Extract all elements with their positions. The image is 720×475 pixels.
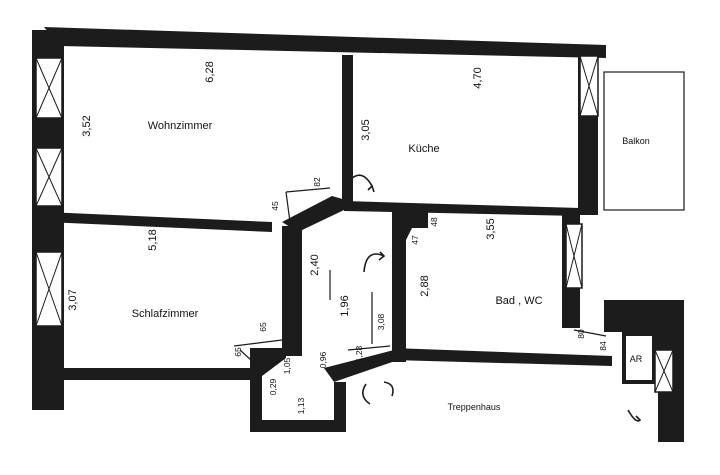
- wall-wohn-kueche: [342, 55, 353, 205]
- arrow-treppe-left: [362, 383, 371, 405]
- windows: [35, 55, 674, 393]
- dim-flur-308: 3,08: [376, 313, 386, 330]
- wall-bottom-left: [46, 368, 252, 380]
- wall-schlaf-corner: [250, 348, 286, 400]
- dim-bad-47: 47: [410, 235, 420, 245]
- balcony-outline: [603, 71, 685, 211]
- wall-flur-lower-diag: [324, 350, 398, 382]
- dim-flur-105: 1,05: [282, 357, 292, 374]
- dim-ar-80: 80: [576, 329, 586, 339]
- wall-bottom-bad: [392, 348, 612, 366]
- interior-walls: [46, 55, 580, 432]
- dim-door-82: 82: [312, 177, 322, 187]
- dim-schlafzimmer-depth: 3,07: [67, 289, 79, 310]
- dim-flur-029: 0,29: [268, 378, 278, 395]
- dim-flur-196: 1,96: [339, 295, 351, 316]
- door-line-80: [573, 329, 607, 337]
- window-left-bottom: [35, 251, 63, 327]
- dim-flur-128: 1,28: [354, 345, 364, 362]
- dimension-labels: 6,28 3,52 4,70 3,05 5,18 3,07 3,55 2,88 …: [67, 61, 608, 414]
- arrow-flur-curve: [363, 253, 385, 273]
- wall-schlaf-right: [282, 226, 302, 356]
- direction-arrows: [329, 174, 642, 422]
- dim-flur-240: 2,40: [309, 254, 321, 275]
- door-markers: [233, 187, 607, 371]
- room-label-kueche: Küche: [408, 143, 439, 155]
- wall-bad-corner: [398, 205, 428, 240]
- door-line-65b: [239, 349, 263, 371]
- room-label-balkon: Balkon: [622, 136, 650, 146]
- ar-space: [626, 336, 652, 380]
- window-left-mid: [35, 147, 63, 207]
- wall-kueche-bottom: [344, 201, 580, 216]
- dim-ar-84: 84: [598, 341, 608, 351]
- door-line-45: [285, 191, 291, 223]
- room-label-wohnzimmer: Wohnzimmer: [148, 120, 213, 132]
- room-labels: Wohnzimmer Küche Balkon Schlafzimmer Bad…: [132, 120, 650, 412]
- window-left-top: [35, 57, 63, 119]
- dim-bad-depth: 2,88: [419, 275, 431, 296]
- dim-kueche-depth: 3,05: [360, 119, 372, 140]
- dim-schlaf-65b: 65: [258, 322, 268, 332]
- room-label-treppenhaus: Treppenhaus: [448, 402, 501, 412]
- dim-kueche-width: 4,70: [472, 67, 484, 88]
- dim-wohnzimmer-width: 6,28: [204, 61, 216, 82]
- window-ar: [654, 349, 674, 393]
- dim-door-45: 45: [270, 201, 280, 211]
- dim-schlafzimmer-width: 5,18: [147, 229, 159, 250]
- wall-flur-bottom: [250, 382, 346, 432]
- room-label-schlafzimmer: Schlafzimmer: [132, 308, 199, 320]
- dim-bad-48: 48: [429, 217, 439, 227]
- door-line-65: [233, 339, 283, 347]
- wall-bad-left: [392, 210, 406, 362]
- room-label-ar: AR: [630, 354, 643, 364]
- arrow-kueche-head: [367, 184, 375, 193]
- dim-schlaf-65a: 65: [233, 347, 243, 357]
- window-right-bad: [565, 223, 583, 289]
- door-line-82: [285, 187, 331, 193]
- wall-wohn-bottom: [46, 212, 272, 232]
- dim-flur-096: 0,96: [318, 351, 328, 368]
- door-line-128: [347, 345, 391, 351]
- arrow-flur-head: [378, 251, 386, 261]
- wall-top: [44, 27, 606, 58]
- dim-flur-113: 1,13: [296, 397, 306, 414]
- window-right-kitchen: [579, 55, 599, 117]
- dim-wohnzimmer-depth: 3,52: [81, 115, 93, 136]
- wall-flur-diagonal: [282, 196, 346, 232]
- room-label-bad-wc: Bad , WC: [495, 295, 542, 307]
- arrow-treppe-right: [383, 381, 394, 397]
- dim-bad-width: 3,55: [485, 218, 497, 239]
- arrow-kueche-curve: [349, 174, 373, 187]
- arrow-ar: [627, 409, 642, 422]
